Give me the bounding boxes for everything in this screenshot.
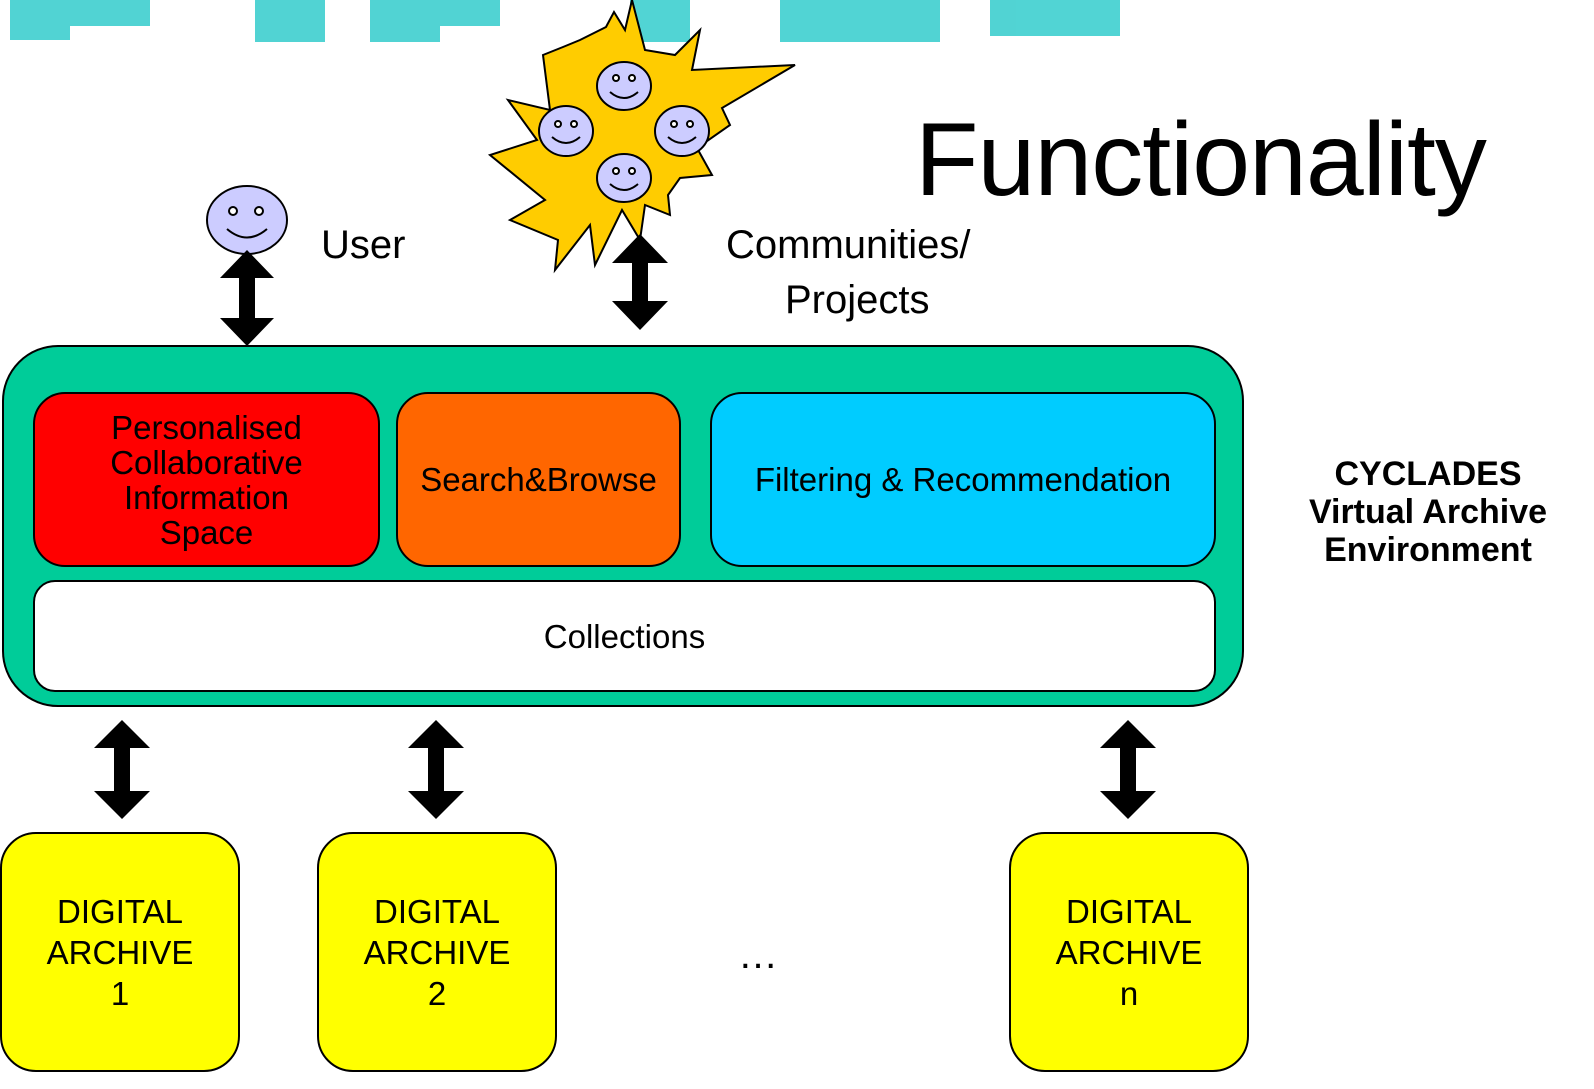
community-face-icons: [538, 61, 710, 203]
personalised-collaborative-space-module: Personalised Collaborative Information S…: [33, 392, 380, 567]
archive-label-line: ARCHIVE: [363, 933, 511, 971]
ellipsis-label: …: [738, 933, 778, 977]
module-label-line: Information: [123, 478, 290, 516]
archive-label-line: 1: [110, 974, 130, 1012]
double-arrow-icon: [612, 234, 668, 330]
collections-module: Collections: [33, 580, 1216, 692]
communities-label: Communities/: [726, 223, 971, 267]
module-label: Search&Browse: [420, 461, 657, 498]
archive-label-line: DIGITAL: [374, 892, 500, 930]
double-arrow-icon: [220, 250, 274, 346]
smiley-face-icon: [654, 105, 710, 157]
page-title: Functionality: [915, 102, 1487, 218]
environment-label-line: Virtual Archive: [1308, 493, 1548, 531]
double-arrow-icon: [1100, 720, 1156, 819]
smiley-face-icon: [596, 61, 652, 111]
user-face-icon: [206, 185, 288, 255]
archive-label-line: 2: [427, 974, 447, 1012]
double-arrow-icons: [94, 234, 1156, 819]
archive-label-line: ARCHIVE: [1055, 933, 1203, 971]
module-label: Filtering & Recommendation: [754, 461, 1172, 498]
double-arrow-icon: [94, 720, 150, 819]
digital-archive-box: DIGITAL ARCHIVE n: [1009, 832, 1249, 1072]
digital-archive-box: DIGITAL ARCHIVE 2: [317, 832, 557, 1072]
module-label: Collections: [543, 617, 706, 655]
search-browse-module: Search&Browse: [396, 392, 681, 567]
smiley-face-icon: [538, 105, 594, 157]
projects-label: Projects: [785, 278, 930, 322]
digital-archive-box: DIGITAL ARCHIVE 1: [0, 832, 240, 1072]
user-label: User: [321, 223, 406, 267]
community-star-shape: [487, 0, 796, 274]
archive-label-line: DIGITAL: [1066, 892, 1192, 930]
module-label-line: Collaborative: [110, 443, 303, 481]
smiley-face-icon: [596, 153, 652, 203]
module-label-line: Personalised: [111, 408, 302, 446]
watermark-shape: [10, 0, 1120, 42]
environment-label: CYCLADES Virtual Archive Environment: [1262, 455, 1594, 569]
filtering-recommendation-module: Filtering & Recommendation: [710, 392, 1216, 567]
double-arrow-icon: [408, 720, 464, 819]
module-label-line: Space: [159, 513, 254, 551]
environment-label-line: CYCLADES: [1334, 455, 1522, 493]
environment-label-line: Environment: [1324, 531, 1532, 569]
archive-label-line: n: [1119, 974, 1139, 1012]
archive-label-line: DIGITAL: [57, 892, 183, 930]
archive-label-line: ARCHIVE: [46, 933, 194, 971]
